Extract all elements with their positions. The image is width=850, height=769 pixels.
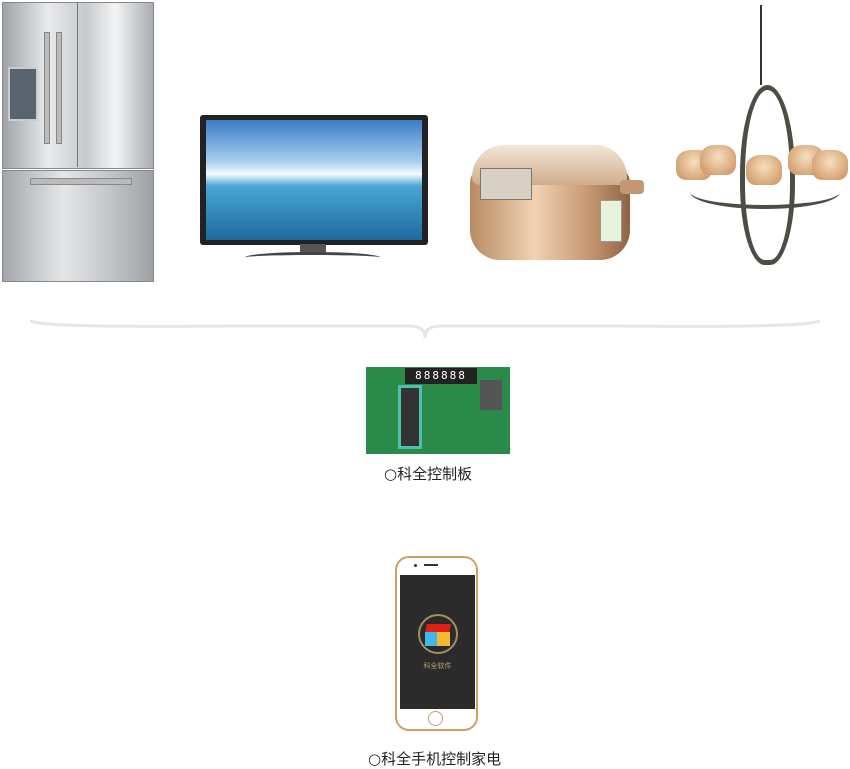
brace-connector — [30, 318, 820, 339]
app-logo-icon — [418, 614, 458, 654]
home-button-icon — [428, 711, 443, 726]
seven-segment-display: 888888 — [405, 368, 477, 384]
app-name: 科全软件 — [423, 662, 452, 670]
control-board-label: ○科全控制板 — [384, 465, 473, 483]
refrigerator-image — [0, 2, 157, 285]
phone-label: ○科全手机控制家电 — [368, 750, 502, 768]
